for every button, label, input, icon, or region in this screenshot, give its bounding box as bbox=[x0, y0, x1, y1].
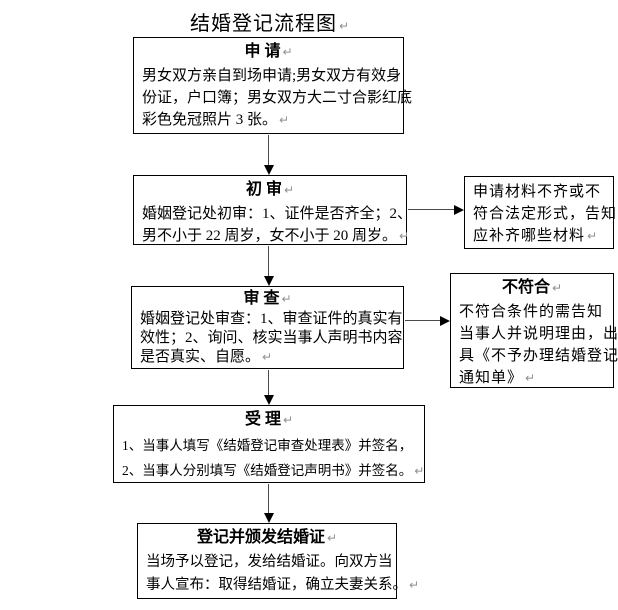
flow-box-initial-review: 初 审↵ 婚姻登记处初审：1、证件是否齐全；2、 男不小于 22 周岁，女不小于… bbox=[133, 175, 413, 247]
body-line: 份证，户口簿；男女双方大二寸合影红底 bbox=[142, 90, 413, 106]
body-line: 当场予以登记，发给结婚证。向双方当 bbox=[146, 554, 393, 570]
return-mark-icon: ↵ bbox=[587, 229, 599, 243]
arrow-right-icon bbox=[405, 315, 450, 326]
box-title: 登记并颁发结婚证↵ bbox=[138, 524, 396, 551]
box-title: 受 理↵ bbox=[114, 406, 424, 433]
box-title-text: 初 审 bbox=[245, 181, 282, 198]
box-body: 婚姻登记处初审：1、证件是否齐全；2、 男不小于 22 周岁，女不小于 20 周… bbox=[134, 203, 413, 247]
body-line: 具《不予办理结婚登记 bbox=[459, 348, 618, 364]
arrow-down-icon bbox=[263, 370, 274, 405]
body-line: 男女双方亲自到场申请;男女双方有效身 bbox=[142, 68, 402, 84]
box-body: 婚姻登记处审查：1、审查证件的真实有 效性；2、询问、核实当事人声明书内容 是否… bbox=[132, 310, 403, 367]
body-line: 是否真实、自愿。↵ bbox=[140, 349, 273, 365]
return-mark-icon: ↵ bbox=[409, 578, 420, 592]
box-body: 男女双方亲自到场申请;男女双方有效身 份证，户口簿；男女双方大二寸合影红底 彩色… bbox=[134, 65, 413, 131]
return-mark-icon: ↵ bbox=[262, 350, 273, 364]
arrow-down-icon bbox=[263, 484, 274, 523]
body-line: 符合法定形式，告知 bbox=[473, 206, 618, 222]
flow-box-acceptance: 受 理↵ 1、当事人填写《结婚登记审查处理表》并签名， 2、当事人分别填写《结婚… bbox=[113, 405, 425, 483]
box-title: 审 查↵ bbox=[132, 287, 403, 310]
flow-box-materials-notice: 申请材料不齐或不 符合法定形式，告知 应补齐哪些材料↵ bbox=[464, 176, 618, 249]
box-title-text: 申 请 bbox=[244, 43, 281, 60]
body-line: 通知单》↵ bbox=[459, 370, 537, 386]
box-body: 1、当事人填写《结婚登记审查处理表》并签名， 2、当事人分别填写《结婚登记声明书… bbox=[114, 433, 424, 484]
box-title-text: 登记并颁发结婚证 bbox=[196, 529, 325, 546]
return-mark-icon: ↵ bbox=[282, 45, 293, 59]
arrow-down-icon bbox=[263, 135, 274, 175]
return-mark-icon: ↵ bbox=[399, 229, 410, 243]
flow-box-registration: 登记并颁发结婚证↵ 当场予以登记，发给结婚证。向双方当 事人宣布：取得结婚证，确… bbox=[137, 523, 420, 599]
box-title: 不符合↵ bbox=[451, 274, 613, 301]
return-mark-icon: ↵ bbox=[525, 371, 537, 385]
body-line: 彩色免冠照片 3 张。↵ bbox=[142, 112, 290, 128]
body-line: 当事人并说明理由，出 bbox=[459, 326, 618, 342]
return-mark-icon: ↵ bbox=[551, 281, 563, 295]
body-line: 男不小于 22 周岁，女不小于 20 周岁。↵ bbox=[142, 228, 410, 244]
body-line: 2、当事人分别填写《结婚登记声明书》并签名。↵ bbox=[122, 463, 425, 478]
return-mark-icon: ↵ bbox=[338, 19, 351, 33]
box-title: 申 请↵ bbox=[134, 38, 403, 65]
page-title: 结婚登记流程图↵ bbox=[0, 7, 540, 36]
return-mark-icon: ↵ bbox=[414, 464, 425, 478]
body-line: 婚姻登记处初审：1、证件是否齐全；2、 bbox=[142, 206, 413, 222]
body-line: 应补齐哪些材料↵ bbox=[473, 228, 599, 244]
return-mark-icon: ↵ bbox=[283, 183, 295, 197]
body-line: 效性；2、询问、核实当事人声明书内容 bbox=[140, 330, 403, 346]
body-line: 申请材料不齐或不 bbox=[473, 184, 602, 200]
return-mark-icon: ↵ bbox=[326, 531, 338, 545]
box-title: 初 审↵ bbox=[134, 176, 406, 203]
page-title-text: 结婚登记流程图 bbox=[189, 13, 337, 35]
arrow-down-icon bbox=[263, 246, 274, 286]
flow-box-not-qualified: 不符合↵ 不符合条件的需告知 当事人并说明理由，出 具《不予办理结婚登记 通知单… bbox=[450, 273, 618, 389]
box-title-text: 审 查 bbox=[243, 290, 280, 307]
flow-box-review: 审 查↵ 婚姻登记处审查：1、审查证件的真实有 效性；2、询问、核实当事人声明书… bbox=[131, 286, 404, 369]
box-title-text: 受 理 bbox=[244, 411, 281, 428]
return-mark-icon: ↵ bbox=[282, 413, 294, 427]
return-mark-icon: ↵ bbox=[281, 292, 292, 306]
box-body: 申请材料不齐或不 符合法定形式，告知 应补齐哪些材料↵ bbox=[465, 177, 618, 247]
box-body: 当场予以登记，发给结婚证。向双方当 事人宣布：取得结婚证，确立夫妻关系。↵ bbox=[138, 551, 420, 597]
body-line: 事人宣布：取得结婚证，确立夫妻关系。↵ bbox=[146, 577, 420, 593]
box-title-text: 不符合 bbox=[501, 279, 550, 296]
return-mark-icon: ↵ bbox=[279, 113, 290, 127]
body-line: 1、当事人填写《结婚登记审查处理表》并签名， bbox=[122, 438, 413, 453]
body-line: 不符合条件的需告知 bbox=[459, 304, 604, 320]
flow-box-apply: 申 请↵ 男女双方亲自到场申请;男女双方有效身 份证，户口簿；男女双方大二寸合影… bbox=[133, 37, 413, 134]
box-body: 不符合条件的需告知 当事人并说明理由，出 具《不予办理结婚登记 通知单》↵ bbox=[451, 301, 618, 389]
arrow-right-icon bbox=[408, 204, 464, 215]
body-line: 婚姻登记处审查：1、审查证件的真实有 bbox=[140, 311, 403, 327]
